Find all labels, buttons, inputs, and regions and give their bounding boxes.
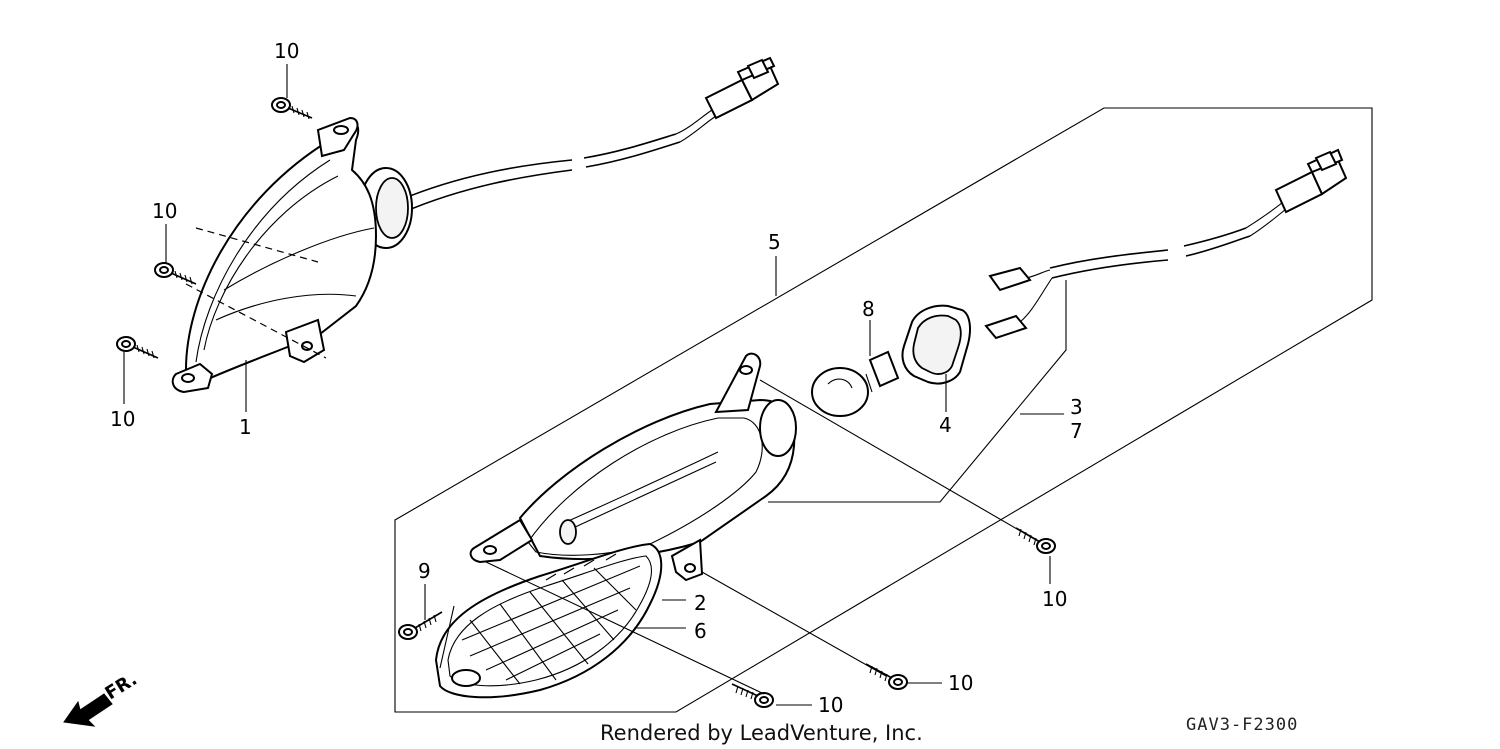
wire-connector-icon	[1274, 148, 1348, 214]
callout-10: 10	[1042, 587, 1067, 611]
screw-icon[interactable]	[398, 611, 443, 640]
callout-2: 2	[694, 591, 707, 615]
callout-3: 3	[1070, 395, 1083, 419]
callout-9: 9	[418, 559, 431, 583]
right-winker-housing[interactable]	[469, 352, 797, 582]
diagram-code: GAV3-F2300	[1186, 715, 1298, 735]
left-winker-assembly[interactable]	[171, 56, 780, 394]
screw-icon[interactable]	[865, 663, 908, 690]
callout-5: 5	[768, 230, 781, 254]
wire-harness[interactable]	[984, 148, 1348, 340]
callout-4: 4	[939, 413, 952, 437]
screw-icon[interactable]	[154, 262, 197, 285]
assembly-outline-box	[394, 107, 1373, 713]
render-credit: Rendered by LeadVenture, Inc.	[600, 721, 923, 745]
callout-8: 8	[862, 297, 875, 321]
callout-7: 7	[1070, 419, 1083, 443]
front-direction-arrow-icon	[63, 693, 113, 727]
wire-connector-icon	[704, 56, 780, 120]
screw-icon[interactable]	[731, 683, 774, 708]
callout-1: 1	[239, 415, 252, 439]
callout-10: 10	[818, 693, 843, 717]
callout-6: 6	[694, 619, 707, 643]
callout-10: 10	[110, 407, 135, 431]
callout-10: 10	[274, 39, 299, 63]
winker-lens[interactable]	[434, 542, 663, 699]
callout-10: 10	[948, 671, 973, 695]
bulb-socket-ring[interactable]	[901, 304, 971, 385]
bulb-icon[interactable]	[811, 350, 900, 417]
screw-icon[interactable]	[116, 336, 159, 359]
screw-icon[interactable]	[271, 97, 313, 120]
callout-10: 10	[152, 199, 177, 223]
